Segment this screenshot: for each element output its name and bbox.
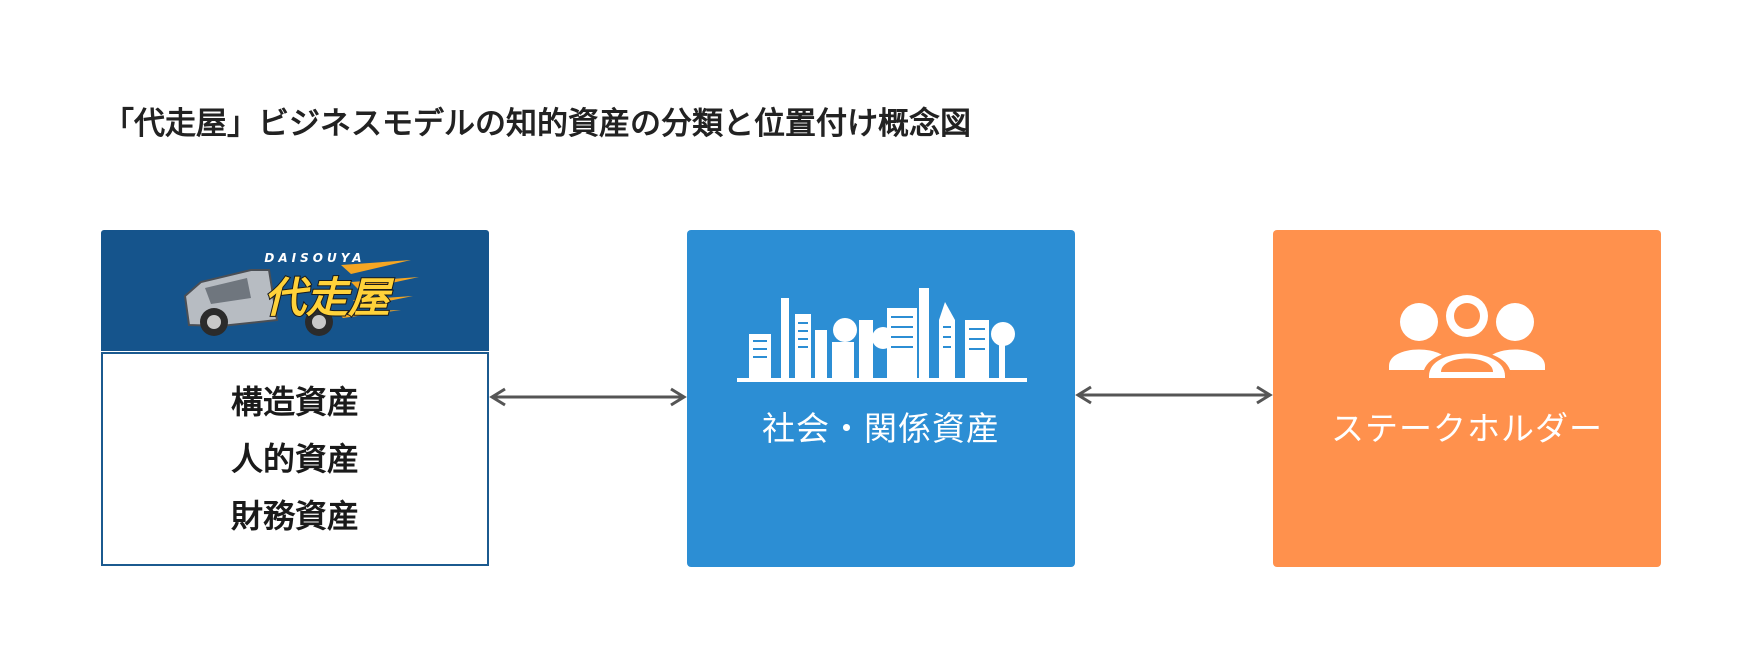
stakeholder-label: ステークホルダー	[1331, 409, 1603, 448]
truck-logo: DAISOUYA 代走屋	[101, 230, 489, 351]
social-assets-label: 社会・関係資産	[762, 409, 1000, 448]
diagram-title: 「代走屋」ビジネスモデルの知的資産の分類と位置付け概念図	[103, 106, 971, 142]
group-of-people-icon	[1273, 230, 1661, 567]
asset-item-financial: 財務資産	[230, 496, 359, 535]
social-relational-assets-box: 社会・関係資産	[687, 230, 1075, 567]
city-skyline-icon	[687, 230, 1075, 567]
arrow-left-middle	[489, 387, 687, 407]
arrow-middle-right	[1075, 385, 1273, 405]
daisouya-logo-banner: DAISOUYA 代走屋	[101, 230, 489, 351]
stakeholder-box: ステークホルダー	[1273, 230, 1661, 567]
internal-assets-box: DAISOUYA 代走屋 構造資産 人的資産 財務資産	[101, 230, 489, 566]
asset-item-structural: 構造資産	[230, 382, 359, 421]
logo-top-text: DAISOUYA	[264, 251, 365, 265]
logo-brand-text: 代走屋	[264, 273, 395, 322]
asset-list: 構造資産 人的資産 財務資産	[101, 352, 489, 566]
asset-item-human: 人的資産	[230, 439, 359, 478]
